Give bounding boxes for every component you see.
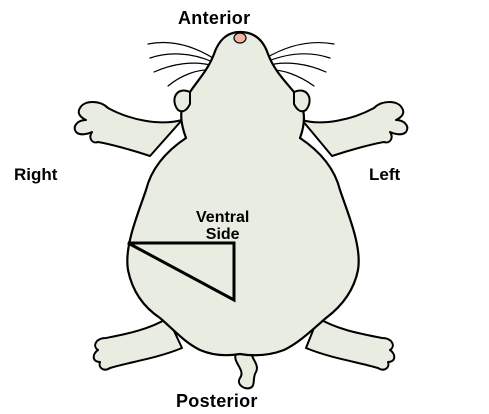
left-label: Left <box>369 166 400 183</box>
left-hind-paw <box>306 318 394 370</box>
posterior-label: Posterior <box>176 392 258 410</box>
ventral-label-line1: Ventral <box>196 209 249 226</box>
left-ear <box>294 91 310 112</box>
ventral-label-line2: Side <box>206 226 240 243</box>
ventral-side-label: Ventral Side <box>196 209 249 243</box>
anterior-label: Anterior <box>178 9 250 27</box>
nose <box>234 33 246 43</box>
rat-body <box>127 32 358 355</box>
left-front-paw <box>302 102 407 156</box>
right-front-paw <box>75 102 182 156</box>
right-label: Right <box>14 166 57 183</box>
right-ear <box>174 91 190 112</box>
tail <box>235 352 257 388</box>
